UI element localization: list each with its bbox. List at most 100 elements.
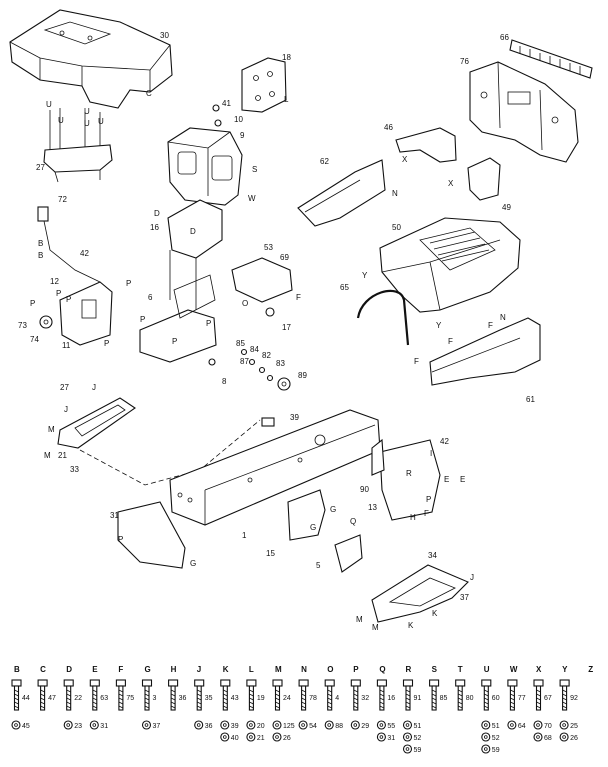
hardware-part-number: 63 [100, 695, 108, 702]
thread-mark [431, 697, 437, 701]
washer-hole-icon [66, 723, 70, 727]
washer-hole-icon [196, 723, 201, 727]
bolt-head-icon [37, 679, 48, 687]
hardware-letter: N [301, 665, 307, 674]
callout-p: P [206, 319, 211, 328]
hardware-sub-number: 21 [257, 735, 265, 742]
washer-icon [194, 720, 204, 730]
thread-mark [275, 697, 280, 701]
washer-icon [89, 720, 99, 730]
thread-mark [92, 697, 97, 701]
washer-icon [272, 720, 282, 730]
bolt-head-icon [429, 679, 440, 687]
hardware-letter: Z [588, 665, 593, 674]
thread-mark [562, 693, 567, 697]
washer-icon [220, 732, 230, 742]
callout-42b: 42 [440, 437, 449, 446]
hardware-part-number: 4 [335, 695, 339, 702]
washer-icon [402, 744, 413, 754]
thread-mark [118, 701, 124, 705]
thread-mark [118, 705, 124, 709]
callout-61: 61 [526, 395, 535, 404]
bolt-head-icon [298, 679, 309, 687]
side-panel-62 [297, 159, 386, 227]
washer-hole-icon [562, 735, 566, 739]
thread-mark [144, 693, 150, 697]
thread-mark [301, 697, 306, 701]
thread-mark [223, 697, 228, 701]
hardware-letter: J [197, 665, 201, 674]
callout-d: D [190, 227, 196, 236]
thread-mark [66, 693, 71, 697]
callout-x: X [448, 179, 454, 188]
washer-hole-icon [144, 723, 149, 727]
hardware-letter: S [432, 665, 438, 674]
washer-hole-icon [510, 723, 514, 727]
hardware-letter: X [536, 665, 542, 674]
callout-8: 8 [222, 377, 227, 386]
callout-27b: 27 [60, 383, 69, 392]
hardware-letter: Q [379, 665, 385, 674]
callout-90: 90 [360, 485, 369, 494]
callout-m: M [372, 623, 379, 632]
washer-hole-icon [483, 747, 488, 751]
thread-mark [170, 697, 176, 701]
callout-h: H [410, 513, 416, 522]
footrest-right-34 [371, 564, 469, 623]
callout-85: 85 [236, 339, 245, 348]
thread-mark [327, 701, 332, 705]
callout-r: R [406, 469, 412, 478]
thread-mark [379, 693, 385, 697]
thread-mark [197, 697, 202, 701]
callout-9: 9 [240, 131, 245, 140]
thread-mark [14, 697, 19, 701]
callout-49: 49 [502, 203, 511, 212]
hardware-letter: T [458, 665, 463, 674]
callout-m: M [48, 425, 55, 434]
thread-mark [353, 693, 358, 697]
hardware-letter: Y [562, 665, 568, 674]
callout-33: 33 [70, 465, 79, 474]
bolt-head-icon [507, 679, 518, 687]
hardware-letter: L [249, 665, 254, 674]
hardware-part-number: 43 [231, 695, 239, 702]
bolt-head-icon [350, 679, 361, 687]
callout-labels: 30 C 27 U U U U U 18 L 41 10 9 S W 66 76… [18, 31, 535, 632]
callout-g: G [310, 523, 316, 532]
thread-mark [536, 693, 541, 697]
washer-hole-icon [536, 723, 540, 727]
callout-65: 65 [340, 283, 349, 292]
thread-mark [275, 705, 280, 709]
hardware-sub-number: 25 [570, 723, 578, 730]
thread-mark [249, 693, 254, 697]
callout-f: F [424, 509, 429, 518]
callout-m: M [356, 615, 363, 624]
callout-84: 84 [250, 345, 259, 354]
thread-mark [484, 693, 489, 697]
callout-j: J [64, 405, 68, 414]
callout-10: 10 [234, 115, 243, 124]
callout-e: E [460, 475, 465, 484]
callout-87: 87 [240, 357, 249, 366]
callout-u: U [84, 119, 90, 128]
callout-p: P [126, 279, 131, 288]
thread-mark [431, 701, 437, 705]
thread-mark [92, 701, 97, 705]
hardware-part-number: 47 [48, 695, 56, 702]
hardware-sub-number: 68 [544, 735, 552, 742]
thread-mark [405, 689, 411, 693]
thread-mark [66, 705, 71, 709]
bolt-head-icon [246, 679, 257, 687]
callout-74: 74 [30, 335, 39, 344]
callout-q: Q [350, 517, 356, 526]
callout-b: B [38, 239, 43, 248]
thread-mark [223, 693, 228, 697]
callout-50: 50 [392, 223, 401, 232]
callout-c: C [146, 89, 152, 98]
bracket-15-part [287, 489, 326, 541]
